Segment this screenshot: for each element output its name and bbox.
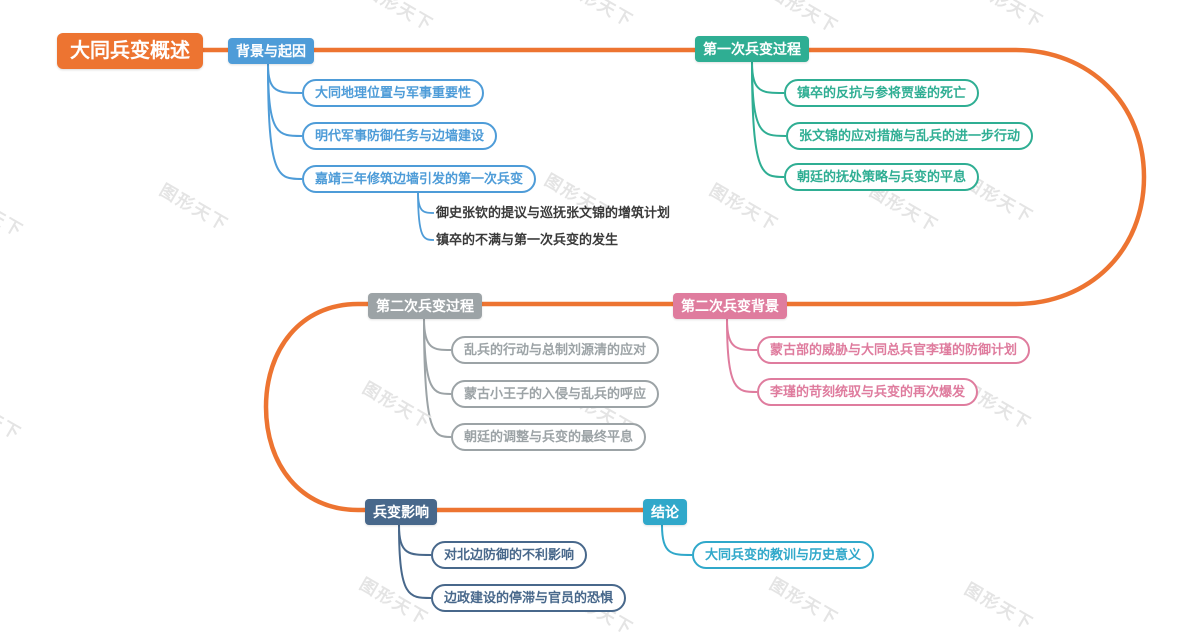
subtopic-node[interactable]: 边政建设的停滞与官员的恐惧 bbox=[431, 584, 627, 612]
spine-path bbox=[200, 47, 1147, 513]
subtopic-node[interactable]: 大同地理位置与军事重要性 bbox=[302, 79, 485, 107]
branch-connectors-second-mutiny-process bbox=[423, 318, 452, 438]
branch-connectors-first-mutiny-process bbox=[751, 61, 787, 178]
subtopic-node[interactable]: 蒙古部的威胁与大同总兵官李瑾的防御计划 bbox=[757, 336, 1031, 364]
subtopic-node[interactable]: 李瑾的苛刻统驭与兵变的再次爆发 bbox=[757, 378, 979, 406]
branch-connectors-conclusion bbox=[661, 524, 693, 556]
detail-node[interactable]: 御史张钦的提议与巡抚张文锦的增筑计划 bbox=[436, 205, 671, 220]
subtopic-node[interactable]: 大同兵变的教训与历史意义 bbox=[692, 541, 875, 569]
subtopic-node[interactable]: 朝廷的抚处策略与兵变的平息 bbox=[784, 163, 980, 191]
subtopic-node[interactable]: 嘉靖三年修筑边墙引发的第一次兵变 bbox=[302, 165, 537, 193]
subtopic-node[interactable]: 乱兵的行动与总制刘源清的应对 bbox=[451, 336, 660, 364]
branch-connectors-second-mutiny-background bbox=[726, 318, 758, 393]
subtopic-node[interactable]: 朝廷的调整与兵变的最终平息 bbox=[451, 423, 647, 451]
subtopic-node[interactable]: 明代军事防御任务与边墙建设 bbox=[302, 122, 498, 150]
root-node[interactable]: 大同兵变概述 bbox=[57, 33, 203, 69]
subtopic-node[interactable]: 对北边防御的不利影响 bbox=[431, 541, 588, 569]
subtopic-node[interactable]: 蒙古小王子的入侵与乱兵的呼应 bbox=[451, 380, 660, 408]
subtopic-node[interactable]: 镇卒的反抗与参将贾鉴的死亡 bbox=[784, 79, 980, 107]
subtopic-node[interactable]: 张文锦的应对措施与乱兵的进一步行动 bbox=[786, 122, 1034, 150]
branch-connectors-background-causes bbox=[267, 63, 435, 241]
detail-node[interactable]: 镇卒的不满与第一次兵变的发生 bbox=[436, 232, 619, 247]
branch-connectors-mutiny-impact bbox=[398, 524, 432, 599]
topic-background-and-causes[interactable]: 背景与起因 bbox=[228, 38, 314, 64]
topic-conclusion[interactable]: 结论 bbox=[643, 499, 687, 525]
topic-second-mutiny-background[interactable]: 第二次兵变背景 bbox=[673, 293, 787, 319]
topic-second-mutiny-process[interactable]: 第二次兵变过程 bbox=[368, 293, 482, 319]
topic-first-mutiny-process[interactable]: 第一次兵变过程 bbox=[695, 36, 809, 62]
topic-mutiny-impact[interactable]: 兵变影响 bbox=[365, 499, 437, 525]
